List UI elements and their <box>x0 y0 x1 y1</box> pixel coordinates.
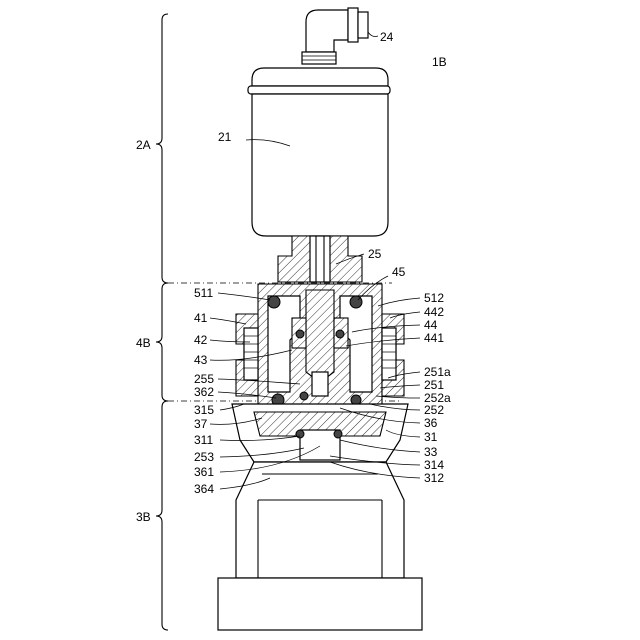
callout-252: 252 <box>424 403 444 417</box>
lower-housing <box>218 404 422 630</box>
callout-253: 253 <box>194 450 214 464</box>
callout-45: 45 <box>392 265 406 279</box>
brace-3B <box>156 401 168 630</box>
actuator-housing <box>248 68 390 236</box>
callout-21: 21 <box>218 130 232 144</box>
callout-512: 512 <box>424 291 444 305</box>
valve-body <box>236 284 404 406</box>
callout-511: 511 <box>194 286 213 300</box>
callout-361: 361 <box>194 465 214 479</box>
callout-314: 314 <box>424 458 444 472</box>
callout-255: 255 <box>194 372 214 386</box>
brace-2A <box>156 14 168 283</box>
brace-4B <box>156 283 168 401</box>
callout-31: 31 <box>424 430 438 444</box>
callout-33: 33 <box>424 445 438 459</box>
callout-37: 37 <box>194 417 208 431</box>
callout-41: 41 <box>194 311 208 325</box>
callout-311: 311 <box>194 433 213 447</box>
callout-24: 24 <box>380 30 394 44</box>
figure-id: 1B <box>432 55 447 69</box>
callout-251a: 251a <box>424 365 451 379</box>
callout-25: 25 <box>368 247 382 261</box>
elbow-fitting <box>302 8 368 64</box>
callout-44: 44 <box>424 318 438 332</box>
callout-442: 442 <box>424 305 444 319</box>
callout-441: 441 <box>424 331 444 345</box>
bracket-label-2A: 2A <box>136 138 151 152</box>
callout-251: 251 <box>424 378 444 392</box>
bracket-label-4B: 4B <box>136 336 151 350</box>
callout-43: 43 <box>194 353 208 367</box>
callout-315: 315 <box>194 403 214 417</box>
callout-312: 312 <box>424 471 444 485</box>
callout-42: 42 <box>194 333 208 347</box>
callout-364: 364 <box>194 482 214 496</box>
bracket-label-3B: 3B <box>136 510 151 524</box>
callout-362: 362 <box>194 385 214 399</box>
callout-36: 36 <box>424 416 438 430</box>
